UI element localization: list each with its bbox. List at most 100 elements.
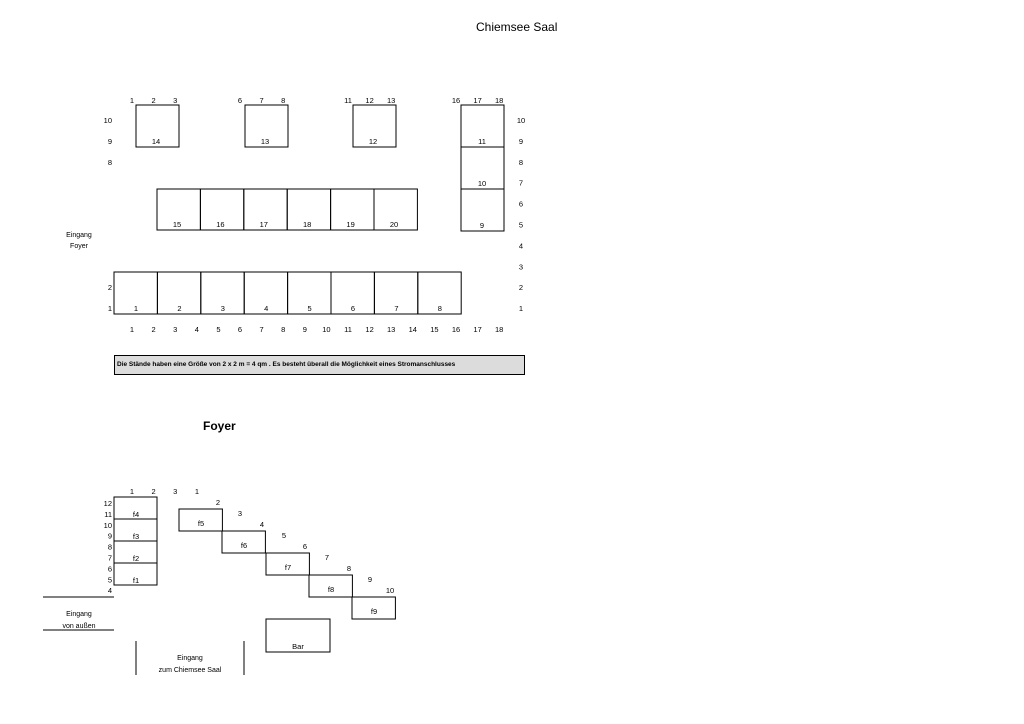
hall-top-col-label: 1 bbox=[130, 96, 134, 105]
entrance-outside-label: von außen bbox=[62, 623, 95, 630]
hall-row-label-left: 9 bbox=[108, 137, 112, 146]
foyer-stand-box bbox=[351, 596, 396, 620]
bar-box bbox=[265, 618, 331, 653]
stand-label: 9 bbox=[480, 221, 484, 230]
hall-col-label: 4 bbox=[195, 325, 199, 334]
hall-col-label: 6 bbox=[238, 325, 242, 334]
stand-box bbox=[460, 188, 505, 232]
foyer-stand-label: f8 bbox=[328, 585, 334, 594]
stand-box bbox=[244, 104, 289, 148]
stand-label: 17 bbox=[260, 220, 268, 229]
hall-row-label-right: 4 bbox=[519, 241, 523, 250]
hall-col-label: 1 bbox=[130, 325, 134, 334]
hall-top-col-label: 12 bbox=[365, 96, 373, 105]
hall-row-label-right: 8 bbox=[519, 158, 523, 167]
stand-box bbox=[135, 104, 180, 148]
stand-label: 5 bbox=[308, 304, 312, 313]
stand-label: 20 bbox=[390, 220, 398, 229]
foyer-stand-label: f9 bbox=[371, 607, 377, 616]
hall-top-col-label: 13 bbox=[387, 96, 395, 105]
hall-row-label-right: 7 bbox=[519, 179, 523, 188]
foyer-row-label: 5 bbox=[108, 575, 112, 584]
hall-col-label: 14 bbox=[409, 325, 417, 334]
hall-col-label: 18 bbox=[495, 325, 503, 334]
hall-col-label: 7 bbox=[260, 325, 264, 334]
foyer-stand-box bbox=[265, 552, 310, 576]
hall-col-label: 15 bbox=[430, 325, 438, 334]
hall-top-col-label: 18 bbox=[495, 96, 503, 105]
foyer-stand-label: f2 bbox=[133, 554, 139, 563]
foyer-diagonal-number: 10 bbox=[386, 586, 394, 595]
hall-top-col-label: 17 bbox=[473, 96, 481, 105]
foyer-stand-box bbox=[221, 530, 266, 554]
foyer-diagonal-number: 6 bbox=[303, 542, 307, 551]
foyer-col-label: 1 bbox=[130, 487, 134, 496]
foyer-diagonal-number: 5 bbox=[282, 531, 286, 540]
bar-label: Bar bbox=[292, 642, 304, 651]
note-box: Die Stände haben eine Größe von 2 x 2 m … bbox=[114, 355, 525, 375]
hall-row-label-right: 3 bbox=[519, 262, 523, 271]
foyer-row-label: 8 bbox=[108, 543, 112, 552]
hall-top-col-label: 11 bbox=[344, 96, 352, 105]
foyer-diagonal-number: 7 bbox=[325, 553, 329, 562]
stand-label: 12 bbox=[369, 137, 377, 146]
stand-label: 14 bbox=[152, 137, 160, 146]
foyer-diagonal-number: 1 bbox=[195, 487, 199, 496]
hall-col-label: 9 bbox=[303, 325, 307, 334]
note-text: Die Stände haben eine Größe von 2 x 2 m … bbox=[117, 361, 456, 368]
hall-row-label-left: 8 bbox=[108, 158, 112, 167]
stand-label: 2 bbox=[177, 304, 181, 313]
hall-top-col-label: 7 bbox=[260, 96, 264, 105]
stand-box bbox=[352, 104, 397, 148]
foyer-col-label: 2 bbox=[152, 487, 156, 496]
hall-col-label: 3 bbox=[173, 325, 177, 334]
foyer-stand-label: f1 bbox=[133, 576, 139, 585]
stand-label: 11 bbox=[478, 137, 486, 146]
foyer-title: Foyer bbox=[203, 419, 236, 433]
hall-col-label: 5 bbox=[216, 325, 220, 334]
stand-label: 10 bbox=[478, 179, 486, 188]
stand-label: 18 bbox=[303, 220, 311, 229]
stand-box bbox=[417, 271, 462, 315]
foyer-diagonal-number: 2 bbox=[216, 498, 220, 507]
foyer-stand-box bbox=[178, 508, 223, 532]
hall-col-label: 16 bbox=[452, 325, 460, 334]
hall-top-col-label: 6 bbox=[238, 96, 242, 105]
foyer-diagonal-number: 8 bbox=[347, 564, 351, 573]
foyer-diagonal-number: 3 bbox=[238, 509, 242, 518]
hall-row-label-left: 2 bbox=[108, 283, 112, 292]
stand-label: 1 bbox=[134, 304, 138, 313]
hall-col-label: 12 bbox=[365, 325, 373, 334]
hall-top-col-label: 2 bbox=[152, 96, 156, 105]
entrance-hall-label: zum Chiemsee Saal bbox=[159, 667, 222, 674]
hall-col-label: 8 bbox=[281, 325, 285, 334]
stand-label: 19 bbox=[346, 220, 354, 229]
hall-col-label: 2 bbox=[152, 325, 156, 334]
foyer-row-label: 7 bbox=[108, 554, 112, 563]
hall-col-label: 10 bbox=[322, 325, 330, 334]
hall-row-label-right: 1 bbox=[519, 304, 523, 313]
stand-label: 7 bbox=[394, 304, 398, 313]
hall-row-label-right: 2 bbox=[519, 283, 523, 292]
hall-row-label-right: 6 bbox=[519, 200, 523, 209]
hall-top-col-label: 16 bbox=[452, 96, 460, 105]
hall-top-col-label: 8 bbox=[281, 96, 285, 105]
foyer-stand-label: f3 bbox=[133, 532, 139, 541]
hall-col-label: 11 bbox=[344, 325, 352, 334]
stand-box bbox=[373, 188, 418, 231]
stand-label: 8 bbox=[438, 304, 442, 313]
foyer-row-label: 9 bbox=[108, 532, 112, 541]
foyer-row-label: 4 bbox=[108, 586, 112, 595]
hall-col-label: 17 bbox=[473, 325, 481, 334]
stand-label: 6 bbox=[351, 304, 355, 313]
hall-entrance-label: Eingang bbox=[66, 232, 92, 239]
foyer-stand-label: f6 bbox=[241, 541, 247, 550]
stand-label: 13 bbox=[261, 137, 269, 146]
foyer-stand-box bbox=[308, 574, 353, 598]
foyer-row-label: 12 bbox=[104, 499, 112, 508]
hall-row-label-right: 9 bbox=[519, 137, 523, 146]
entrance-hall-label: Eingang bbox=[177, 655, 203, 662]
foyer-diagonal-number: 9 bbox=[368, 575, 372, 584]
foyer-diagonal-number: 4 bbox=[260, 520, 264, 529]
